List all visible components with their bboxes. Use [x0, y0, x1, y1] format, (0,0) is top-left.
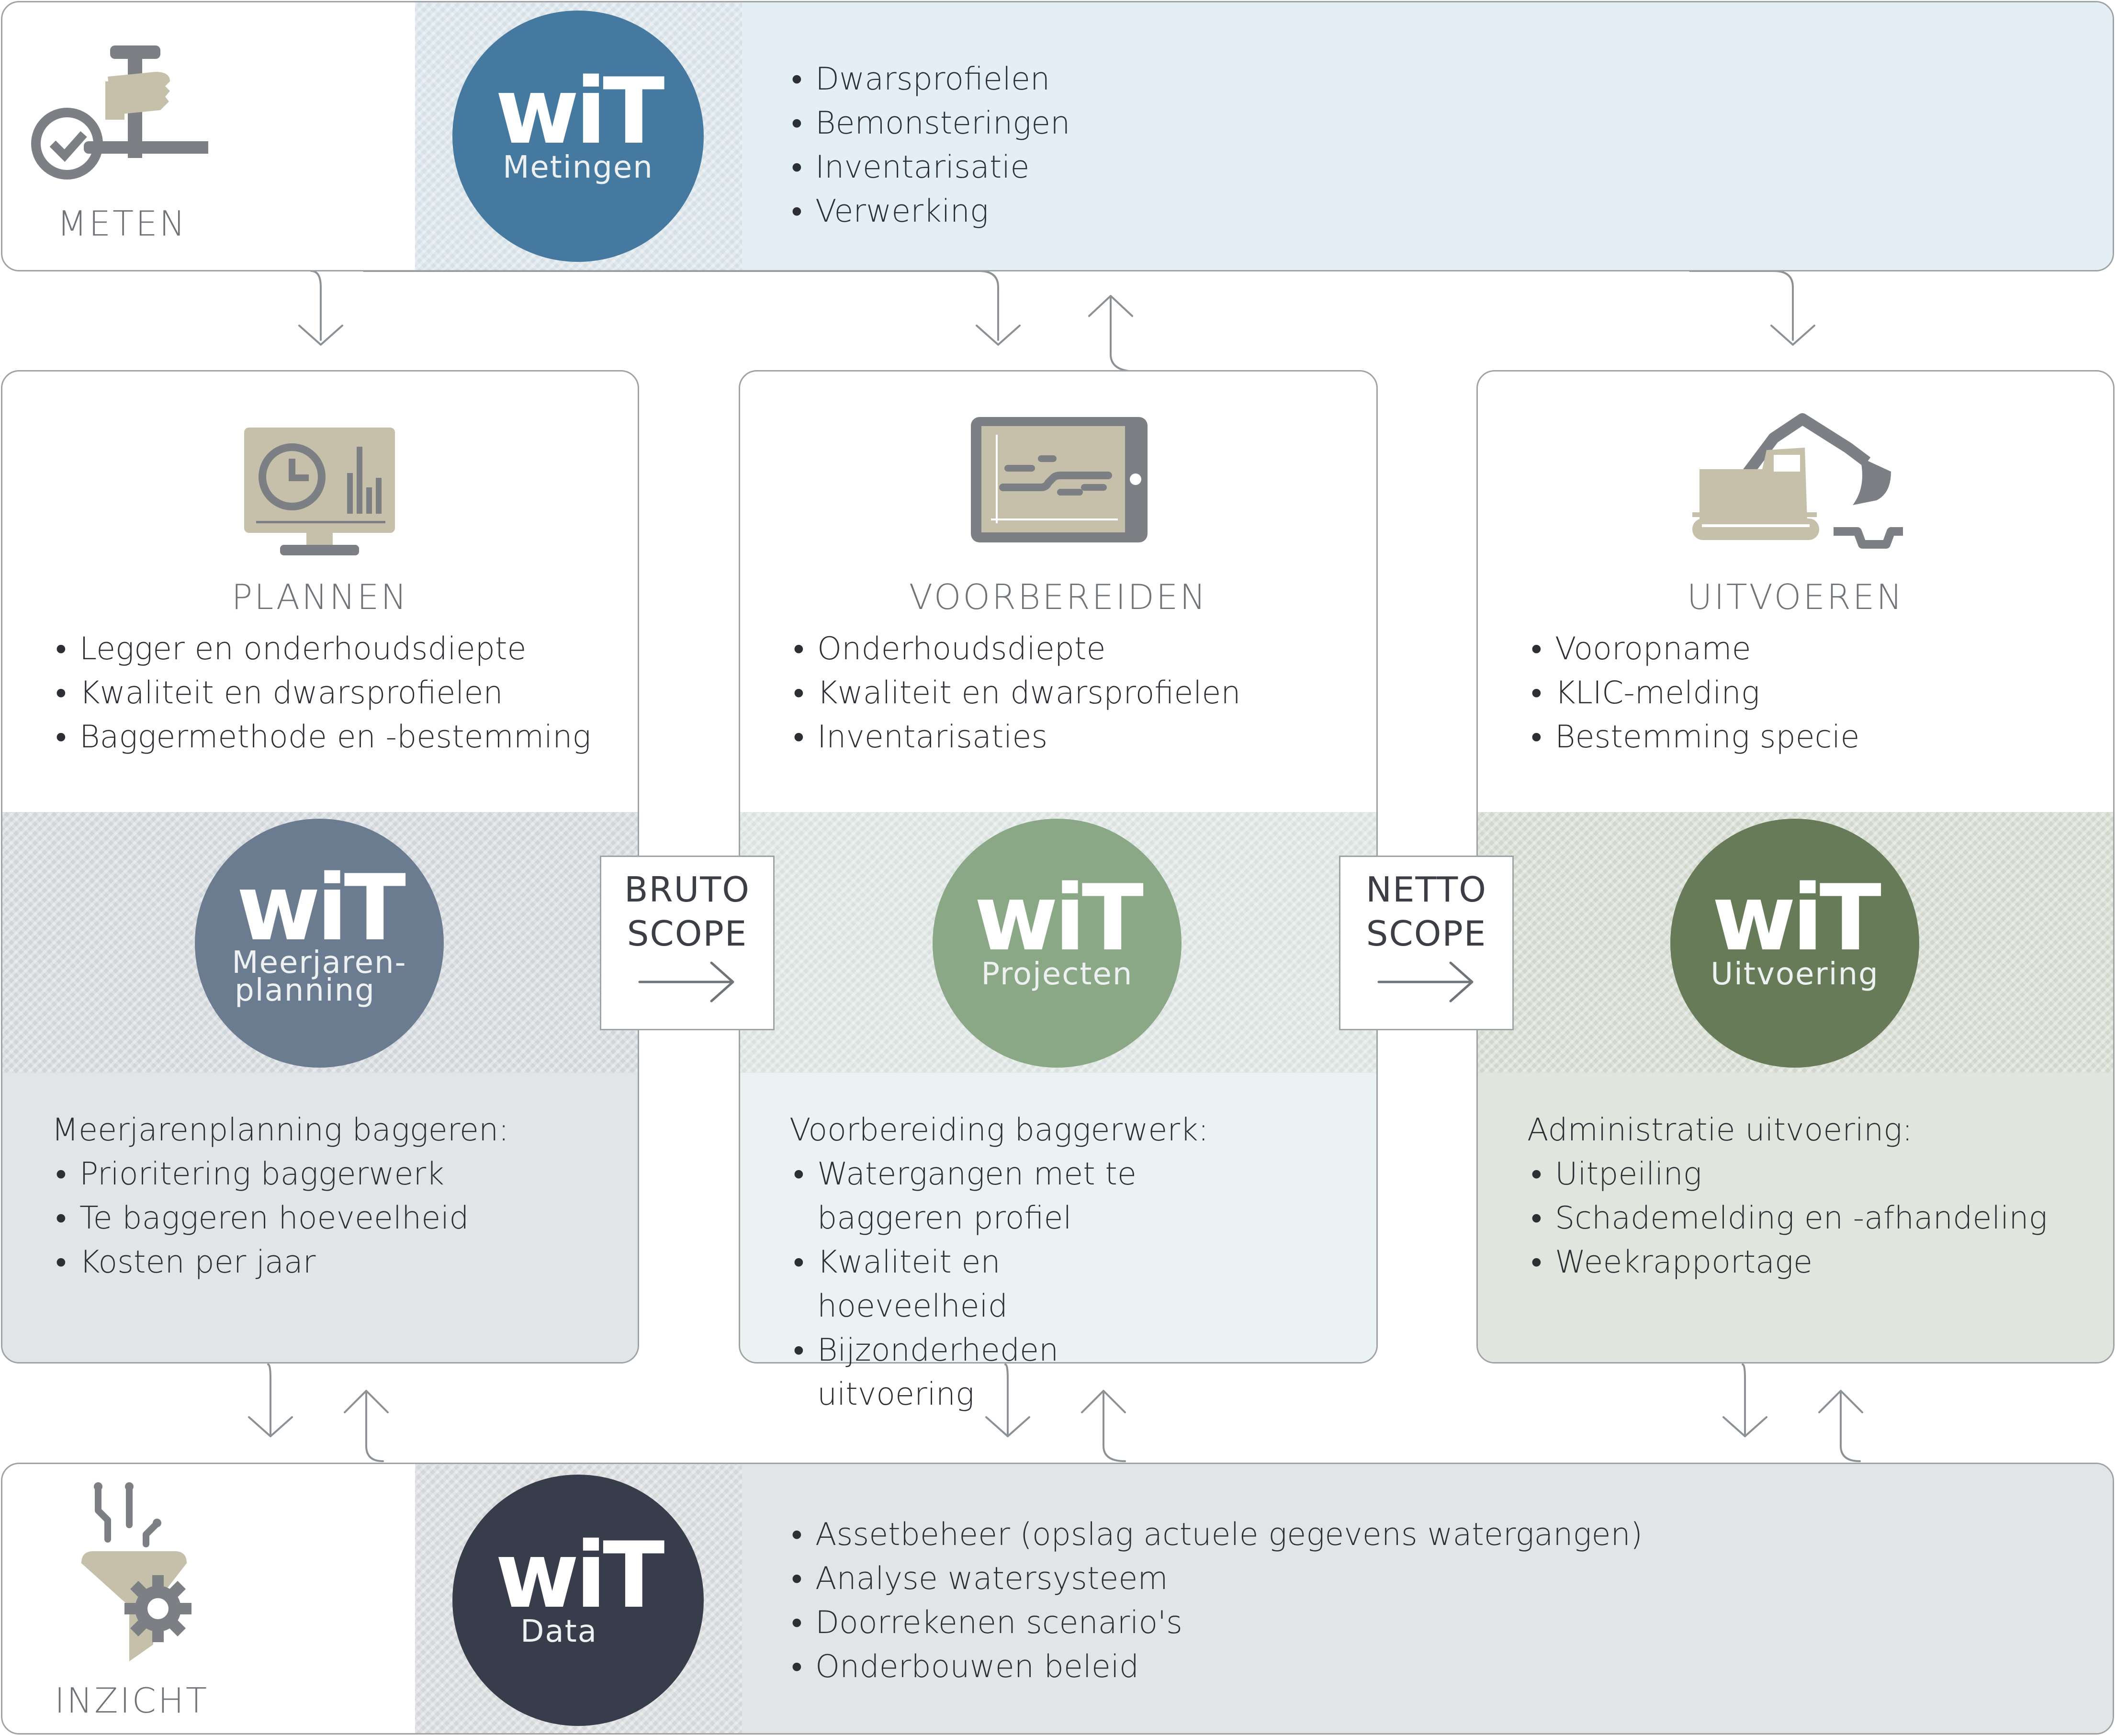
list-item: Vooropname — [1527, 627, 2102, 671]
tablet-chart-icon — [971, 417, 1148, 542]
inzicht-label: INZICHT — [54, 1680, 209, 1721]
measure-hand-icon — [31, 45, 208, 180]
list-item: Te baggeren hoeveelheid — [52, 1196, 626, 1240]
list-item: Watergangen met te baggeren profiel — [789, 1152, 1182, 1240]
arrow-meten-plannen — [310, 270, 322, 341]
list-item: Prioritering baggerwerk — [52, 1152, 626, 1196]
list-item: Kwaliteit en hoeveelheid — [789, 1240, 1182, 1329]
badge-metingen: wiT Metingen — [452, 11, 704, 262]
netto-scope-box: NETTO SCOPE — [1339, 856, 1514, 1030]
excavator-icon — [1692, 413, 1903, 549]
list-item: Schademelding en -afhandeling — [1527, 1196, 2111, 1240]
bruto-scope-line1: BRUTO — [624, 869, 750, 910]
monitor-clock-chart-icon — [244, 428, 395, 555]
uitvoeren-details: Uitpeiling Schademelding en -afhandeling… — [1527, 1152, 2111, 1285]
arrow-uitvoeren-inzicht — [1742, 1364, 1746, 1435]
plannen-label: PLANNEN — [231, 577, 409, 617]
meten-label: METEN — [57, 203, 187, 244]
arrow-right-icon — [638, 961, 734, 1003]
list-item: Kwaliteit en dwarsprofielen — [789, 671, 1373, 715]
netto-scope-line1: NETTO — [1366, 869, 1487, 910]
list-item: Verwerking — [788, 190, 1458, 234]
plannen-list: Legger en onderhoudsdiepte Kwaliteit en … — [52, 627, 641, 759]
netto-scope-line2: SCOPE — [1366, 913, 1487, 954]
uitvoeren-intro: Administratie uitvoering: — [1527, 1112, 1913, 1148]
inzicht-list: Assetbeheer (opslag actuele gegevens wat… — [788, 1513, 1984, 1689]
voorbereiden-details: Watergangen met te baggeren profiel Kwal… — [789, 1152, 1182, 1417]
badge-uitvoering-label: Uitvoering — [1711, 957, 1879, 992]
wit-logo: wiT — [495, 58, 664, 164]
list-item: Bijzonderheden uitvoering — [789, 1329, 1182, 1417]
list-item: Kosten per jaar — [52, 1240, 626, 1285]
badge-data: wiT Data — [452, 1475, 704, 1726]
plannen-details: Prioritering baggerwerk Te baggeren hoev… — [52, 1152, 626, 1285]
list-item: Uitpeiling — [1527, 1152, 2111, 1196]
list-item: Inventarisatie — [788, 146, 1458, 190]
voorbereiden-list: Onderhoudsdiepte Kwaliteit en dwarsprofi… — [789, 627, 1373, 759]
arrow-meten-voorbereiden — [363, 270, 999, 341]
funnel-gear-icon — [81, 1482, 191, 1661]
badge-metingen-label: Metingen — [503, 149, 653, 185]
badge-meerjarenplanning: wiT Meerjaren- planning — [195, 819, 444, 1068]
list-item: Legger en onderhoudsdiepte — [52, 627, 641, 671]
uitvoeren-label: UITVOEREN — [1687, 577, 1904, 617]
list-item: Onderbouwen beleid — [788, 1645, 1984, 1689]
badge-meerjarenplanning-label-2: planning — [235, 973, 375, 1008]
badge-meerjarenplanning-label-1: Meerjaren- — [232, 945, 407, 981]
arrow-voorbereiden-meten — [1024, 297, 1138, 372]
arrow-inzicht-uitvoeren — [1840, 1392, 1861, 1462]
arrow-right-icon — [1377, 961, 1473, 1003]
plannen-intro: Meerjarenplanning baggeren: — [52, 1112, 509, 1148]
list-item: Bemonsteringen — [788, 101, 1458, 146]
badge-projecten-label: Projecten — [981, 957, 1133, 992]
bruto-scope-line2: SCOPE — [627, 913, 748, 954]
wit-logo: wiT — [974, 865, 1144, 971]
list-item: Analyse watersysteem — [788, 1557, 1984, 1601]
list-item: Assetbeheer (opslag actuele gegevens wat… — [788, 1513, 1984, 1557]
list-item: Baggermethode en -bestemming — [52, 715, 641, 759]
list-item: Inventarisaties — [789, 715, 1373, 759]
wit-logo: wiT — [236, 855, 406, 961]
bruto-scope-box: BRUTO SCOPE — [600, 856, 775, 1030]
arrow-meten-uitvoeren — [1689, 270, 1794, 341]
wit-logo: wiT — [1711, 865, 1881, 971]
arrow-inzicht-voorbereiden — [1103, 1392, 1126, 1462]
list-item: Weekrapportage — [1527, 1240, 2111, 1285]
wit-logo: wiT — [495, 1522, 664, 1628]
list-item: Bestemming specie — [1527, 715, 2102, 759]
list-item: Doorrekenen scenario's — [788, 1601, 1984, 1645]
uitvoeren-list: Vooropname KLIC-melding Bestemming speci… — [1527, 627, 2102, 759]
list-item: Dwarsprofielen — [788, 57, 1458, 101]
list-item: Kwaliteit en dwarsprofielen — [52, 671, 641, 715]
badge-uitvoering: wiT Uitvoering — [1670, 819, 1919, 1068]
voorbereiden-label: VOORBEREIDEN — [909, 577, 1208, 617]
arrow-plannen-inzicht — [267, 1364, 271, 1435]
voorbereiden-intro: Voorbereiding baggerwerk: — [789, 1112, 1209, 1148]
badge-projecten: wiT Projecten — [933, 819, 1182, 1068]
list-item: KLIC-melding — [1527, 671, 2102, 715]
badge-data-label: Data — [520, 1613, 597, 1649]
meten-list: Dwarsprofielen Bemonsteringen Inventaris… — [788, 57, 1458, 234]
arrow-inzicht-plannen — [365, 1392, 384, 1462]
list-item: Onderhoudsdiepte — [789, 627, 1373, 671]
